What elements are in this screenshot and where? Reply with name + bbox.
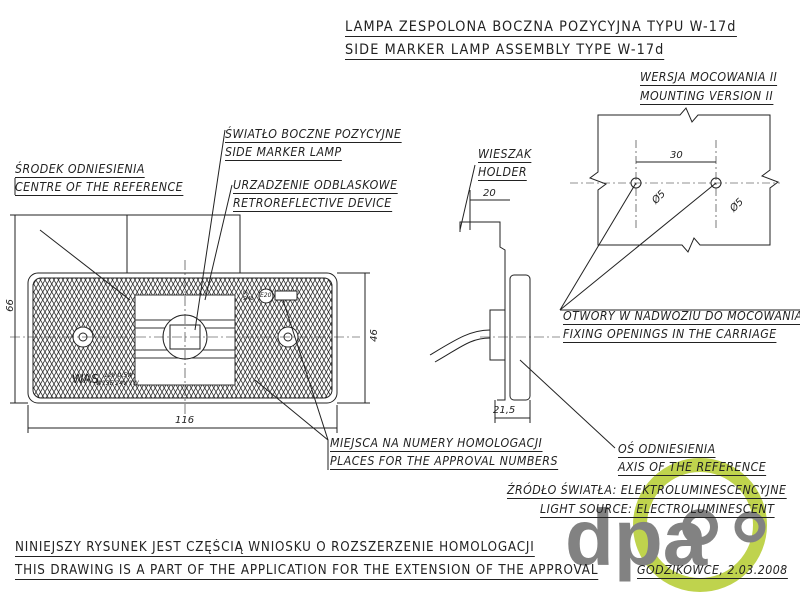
- source-pl: ŹRÓDŁO ŚWIATŁA: ELEKTROLUMINESCENCYJNE: [507, 483, 787, 499]
- fixing-pl: OTWORY W NADWOZIU DO MOCOWANIA: [563, 309, 800, 325]
- mounting-plate: [559, 107, 800, 311]
- place-date: GODZIKOWCE, 2.03.2008: [637, 563, 788, 579]
- spec1-marking: 12V 0,5W: [104, 372, 134, 379]
- mounting-en: MOUNTING VERSION II: [640, 89, 774, 105]
- axis-en: AXIS OF THE REFERENCE: [618, 460, 767, 476]
- axis-pl: OŚ ODNIESIENIA: [618, 442, 716, 458]
- mounting-pl: WERSJA MOCOWANIA II: [640, 70, 778, 86]
- centre-pl: ŚRODEK ODNIESIENIA: [15, 162, 145, 178]
- side-view: [429, 164, 616, 449]
- dim-height-total: 66: [4, 299, 16, 312]
- centre-en: CENTRE OF THE REFERENCE: [15, 180, 184, 196]
- spec2-marking: W13E 24V 1W: [96, 380, 139, 387]
- dim-holder-depth: 20: [483, 188, 496, 199]
- side-marker-en: SIDE MARKER LAMP: [225, 145, 342, 161]
- approval-en: PLACES FOR THE APPROVAL NUMBERS: [330, 454, 558, 470]
- svg-text:dpa: dpa: [565, 493, 708, 582]
- footer-note-pl: NINIEJSZY RYSUNEK JEST CZĘŚCIĄ WNIOSKU O…: [15, 540, 535, 557]
- source-en: LIGHT SOURCE: ELECTROLUMINESCENT: [540, 502, 775, 518]
- holder-en: HOLDER: [478, 165, 528, 181]
- dim-hole-spacing: 30: [670, 150, 683, 161]
- front-view: [10, 129, 370, 470]
- class-marking: IA SM1: [243, 290, 254, 302]
- dim-width: 116: [175, 415, 195, 426]
- retro-pl: URZADZENIE ODBLASKOWE: [233, 178, 398, 194]
- title-en: SIDE MARKER LAMP ASSEMBLY TYPE W-17d: [345, 42, 665, 60]
- footer-note-en: THIS DRAWING IS A PART OF THE APPLICATIO…: [15, 563, 599, 580]
- brand-marking: WAS: [72, 372, 100, 386]
- approval-marking: E20: [260, 292, 272, 299]
- holder-pl: WIESZAK: [478, 147, 532, 163]
- side-marker-pl: ŚWIATŁO BOCZNE POZYCYJNE: [225, 127, 402, 143]
- fixing-en: FIXING OPENINGS IN THE CARRIAGE: [563, 327, 777, 343]
- dpa-watermark: dpa: [565, 458, 767, 592]
- title-pl: LAMPA ZESPOLONA BOCZNA POZYCYJNA TYPU W-…: [345, 19, 737, 37]
- dim-height-body: 46: [368, 329, 380, 342]
- approval-pl: MIEJSCA NA NUMERY HOMOLOGACJI: [330, 436, 543, 452]
- retro-en: RETROREFLECTIVE DEVICE: [233, 196, 392, 212]
- dim-body-depth: 21,5: [493, 405, 516, 416]
